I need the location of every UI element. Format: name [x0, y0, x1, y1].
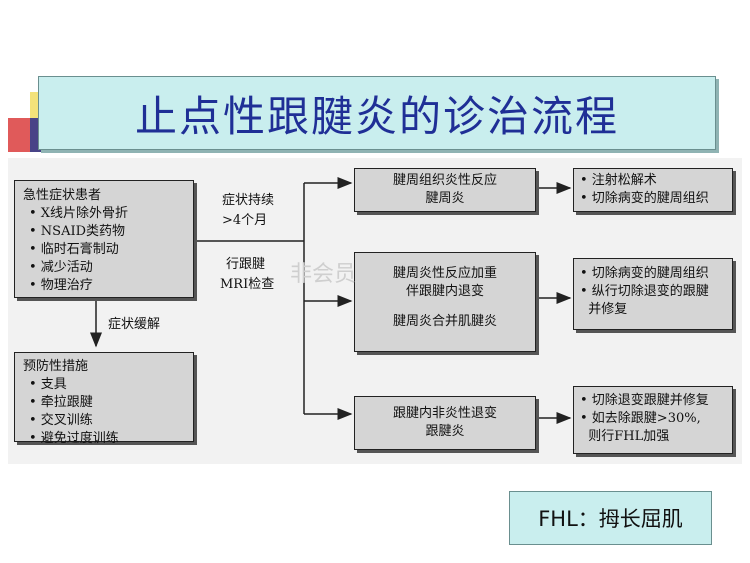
diagnosis-line: 跟腱炎: [425, 424, 465, 439]
flowchart-figure: 急性症状患者 • X线片除外骨折 • NSAID类药物 • 临时石膏制动 • 减…: [8, 158, 742, 464]
prevention-item: • 牵拉跟腱: [29, 395, 93, 410]
fhl-note-text: FHL：拇长屈肌: [538, 507, 683, 531]
diagnosis-line: 腱周组织炎性反应: [392, 173, 497, 188]
diagnosis-line: 跟腱内非炎性退变: [392, 406, 497, 421]
label-symptoms-relieved: 症状缓解: [108, 317, 161, 332]
label-mri-exam: MRI检查: [220, 277, 275, 292]
diagnosis-box-1: 腱周组织炎性反应 腱周炎: [354, 168, 536, 212]
diagnosis-line: 腱周炎合并肌腱炎: [392, 314, 497, 329]
prevention-heading: 预防性措施: [23, 359, 89, 374]
treatment-line: • 纵行切除退变的跟腱: [580, 284, 709, 299]
patient-box: 急性症状患者 • X线片除外骨折 • NSAID类药物 • 临时石膏制动 • 减…: [14, 180, 194, 298]
label-over-4-months: >4个月: [222, 213, 268, 228]
patient-heading: 急性症状患者: [23, 188, 102, 203]
prevention-box: 预防性措施 • 支具 • 牵拉跟腱 • 交叉训练 • 避免过度训练: [14, 352, 194, 446]
treatment-box-1: • 注射松解术 • 切除病变的腱周组织: [573, 168, 733, 212]
flowchart-connectors: [90, 177, 572, 424]
title-banner: 止点性跟腱炎的诊治流程: [38, 76, 716, 150]
treatment-line: • 切除病变的腱周组织: [580, 191, 709, 206]
prevention-item: • 交叉训练: [29, 413, 93, 428]
patient-item: • 减少活动: [29, 260, 93, 275]
diagnosis-box-2: 腱周炎性反应加重 伴跟腱内退变 腱周炎合并肌腱炎: [354, 252, 536, 352]
label-achilles: 行跟腱: [226, 257, 266, 272]
prevention-item: • 避免过度训练: [29, 431, 119, 446]
prevention-item: • 支具: [29, 377, 67, 392]
diagnosis-box-3: 跟腱内非炎性退变 跟腱炎: [354, 396, 536, 450]
patient-item: • NSAID类药物: [29, 224, 126, 239]
treatment-line: • 注射松解术: [580, 173, 657, 188]
patient-item: • 临时石膏制动: [29, 242, 119, 257]
treatment-line: 并修复: [580, 302, 628, 317]
treatment-box-3: • 切除退变跟腱并修复 • 如去除跟腱>30%, 则行FHL加强: [573, 386, 733, 454]
diagnosis-line: 伴跟腱内退变: [405, 284, 484, 299]
patient-item: • 物理治疗: [29, 278, 93, 293]
diagnosis-line: 腱周炎: [425, 191, 465, 206]
treatment-line: • 切除退变跟腱并修复: [580, 393, 709, 408]
treatment-line: • 如去除跟腱>30%,: [580, 411, 701, 426]
slide-title: 止点性跟腱炎的诊治流程: [134, 91, 619, 141]
fhl-note-box: FHL：拇长屈肌: [509, 491, 712, 545]
label-symptoms-persist: 症状持续: [222, 193, 275, 208]
treatment-line: 则行FHL加强: [580, 429, 670, 444]
treatment-line: • 切除病变的腱周组织: [580, 266, 709, 281]
patient-item: • X线片除外骨折: [29, 206, 129, 221]
diagnosis-line: 腱周炎性反应加重: [392, 266, 497, 281]
watermark-text: 非会员: [290, 262, 357, 287]
treatment-box-2: • 切除病变的腱周组织 • 纵行切除退变的跟腱 并修复: [573, 258, 733, 330]
